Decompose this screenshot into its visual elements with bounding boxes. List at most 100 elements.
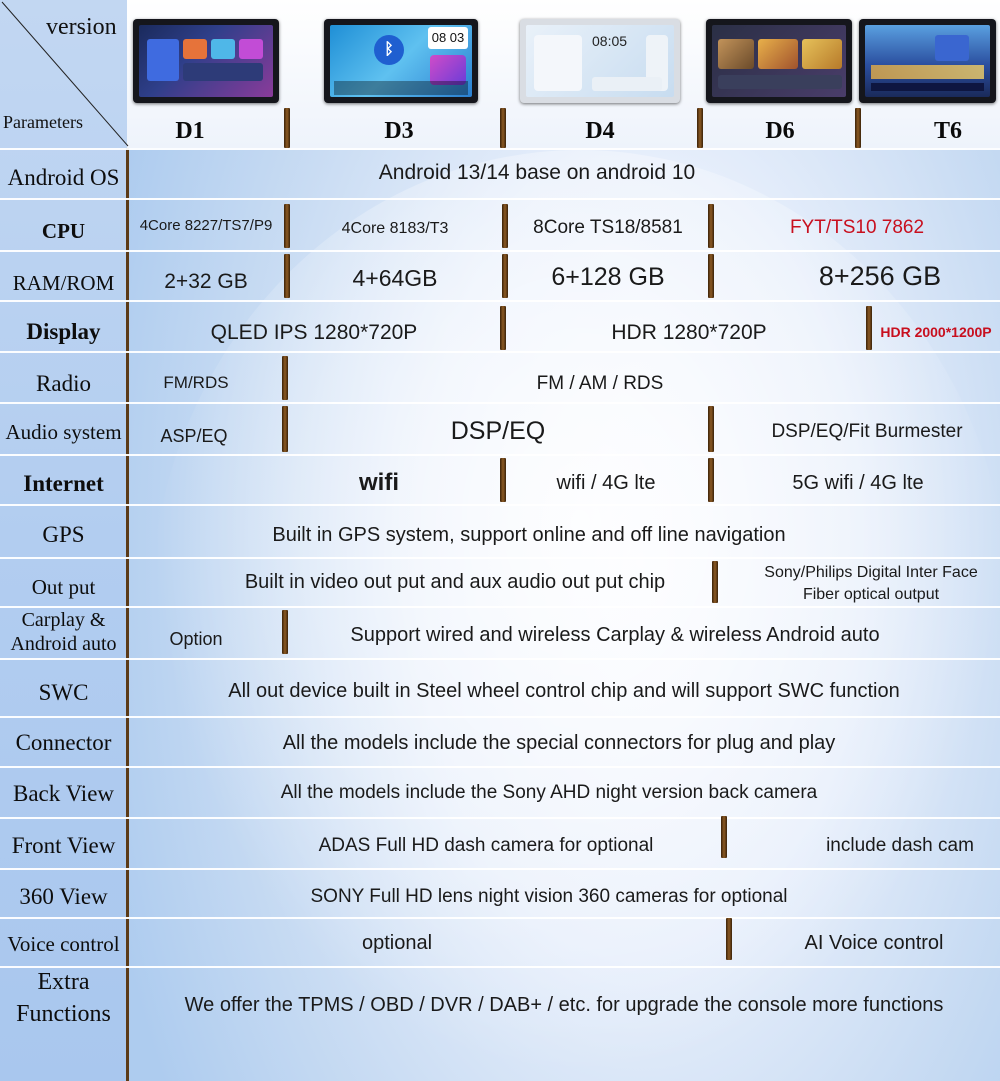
separator xyxy=(284,108,290,148)
cpu-d3: 4Core 8183/T3 xyxy=(341,220,449,237)
carplay-d1: Option xyxy=(169,629,223,649)
row-divider xyxy=(0,817,1000,819)
row-label-display: Display xyxy=(26,319,101,344)
internet-d4: wifi / 4G lte xyxy=(556,472,656,494)
voice-control-d6-t6: AI Voice control xyxy=(804,932,944,954)
front-view-d6-t6: include dash cam xyxy=(826,835,974,856)
version-label: version xyxy=(46,14,117,40)
audio-d3-d4: DSP/EQ xyxy=(450,417,546,445)
separator xyxy=(500,306,506,350)
row-divider xyxy=(0,454,1000,456)
thumbnail-d6 xyxy=(706,19,852,103)
row-label-connector: Connector xyxy=(15,730,112,755)
internet-d6-t6: 5G wifi / 4G lte xyxy=(792,472,924,494)
swc-value: All out device built in Steel wheel cont… xyxy=(228,680,900,702)
back-view-value: All the models include the Sony AHD nigh… xyxy=(280,782,818,803)
separator xyxy=(712,561,718,603)
carplay-others: Support wired and wireless Carplay & wir… xyxy=(350,624,880,646)
row-label-audio-system: Audio system xyxy=(5,420,122,444)
row-divider xyxy=(0,658,1000,660)
cpu-d4: 8Core TS18/8581 xyxy=(533,217,683,238)
radio-d1: FM/RDS xyxy=(163,373,229,392)
separator xyxy=(500,108,506,148)
separator xyxy=(502,204,508,248)
display-d4-d6: HDR 1280*720P xyxy=(611,321,767,344)
extra-functions-value: We offer the TPMS / OBD / DVR / DAB+ / e… xyxy=(184,994,944,1016)
d3-clock: 08 03 xyxy=(428,27,468,49)
row-label-front-view: Front View xyxy=(11,833,116,858)
ram-d1: 2+32 GB xyxy=(164,270,248,293)
row-divider xyxy=(0,716,1000,718)
separator xyxy=(282,406,288,452)
ram-d3: 4+64GB xyxy=(352,265,438,291)
row-divider xyxy=(0,766,1000,768)
row-divider xyxy=(0,606,1000,608)
separator xyxy=(708,406,714,452)
android-os-value: Android 13/14 base on android 10 xyxy=(378,161,696,184)
row-divider xyxy=(0,868,1000,870)
separator xyxy=(284,254,290,298)
audio-d1: ASP/EQ xyxy=(160,426,228,446)
separator xyxy=(708,204,714,248)
row-label-output: Out put xyxy=(31,575,96,599)
output-d6-t6-line1: Sony/Philips Digital Inter Face xyxy=(764,564,978,581)
cpu-d1: 4Core 8227/TS7/P9 xyxy=(139,217,273,234)
model-d4: D4 xyxy=(585,118,615,144)
separator xyxy=(726,918,732,960)
front-view-d1-d4: ADAS Full HD dash camera for optional xyxy=(318,835,654,856)
model-d3: D3 xyxy=(384,118,414,144)
row-label-functions: Functions xyxy=(16,1001,111,1027)
row-label-360-view: 360 View xyxy=(19,884,108,909)
row-label-swc: SWC xyxy=(38,680,89,705)
background-glow xyxy=(150,150,1000,1080)
separator xyxy=(708,254,714,298)
separator xyxy=(500,458,506,502)
row-divider xyxy=(0,351,1000,353)
display-d1-d3: QLED IPS 1280*720P xyxy=(210,321,418,344)
separator xyxy=(855,108,861,148)
row-label-radio: Radio xyxy=(36,371,91,396)
row-label-gps: GPS xyxy=(42,522,85,547)
separator xyxy=(282,610,288,654)
row-label-android-auto: Android auto xyxy=(10,633,117,655)
model-t6: T6 xyxy=(933,118,962,144)
cpu-d6-t6: FYT/TS10 7862 xyxy=(789,217,925,238)
separator xyxy=(502,254,508,298)
row-divider xyxy=(0,402,1000,404)
parameters-label: Parameters xyxy=(3,112,83,132)
thumbnail-d1 xyxy=(133,19,279,103)
thumbnail-d3: ᛒ 08 03 xyxy=(324,19,478,103)
voice-control-d1-d4: optional xyxy=(361,932,433,954)
ram-d4: 6+128 GB xyxy=(551,263,665,291)
radio-others: FM / AM / RDS xyxy=(536,373,664,394)
model-d6: D6 xyxy=(765,118,795,144)
parameter-column xyxy=(0,0,127,1081)
row-divider xyxy=(0,557,1000,559)
row-divider xyxy=(0,250,1000,252)
separator xyxy=(284,204,290,248)
row-label-back-view: Back View xyxy=(12,781,115,806)
separator xyxy=(721,816,727,858)
bluetooth-icon: ᛒ xyxy=(374,35,404,65)
thumbnail-d4: 08:05 xyxy=(520,19,680,103)
row-label-android-os: Android OS xyxy=(7,165,120,190)
d4-clock: 08:05 xyxy=(592,33,628,49)
row-label-extra: Extra xyxy=(37,969,90,995)
thumbnail-t6 xyxy=(859,19,996,103)
audio-d6-t6: DSP/EQ/Fit Burmester xyxy=(771,421,963,442)
row-label-voice-control: Voice control xyxy=(7,932,120,956)
row-label-cpu: CPU xyxy=(41,219,86,243)
row-divider xyxy=(0,148,1000,150)
separator xyxy=(697,108,703,148)
row-divider xyxy=(0,966,1000,968)
row-divider xyxy=(0,300,1000,302)
internet-d1-d3: wifi xyxy=(359,469,399,496)
separator xyxy=(866,306,872,350)
corner-diagonal xyxy=(1,1,129,147)
model-d1: D1 xyxy=(175,118,205,144)
row-divider xyxy=(0,504,1000,506)
label-column-divider xyxy=(126,148,129,1081)
output-d6-t6-line2: Fiber optical output xyxy=(802,586,940,603)
row-divider xyxy=(0,198,1000,200)
separator xyxy=(708,458,714,502)
